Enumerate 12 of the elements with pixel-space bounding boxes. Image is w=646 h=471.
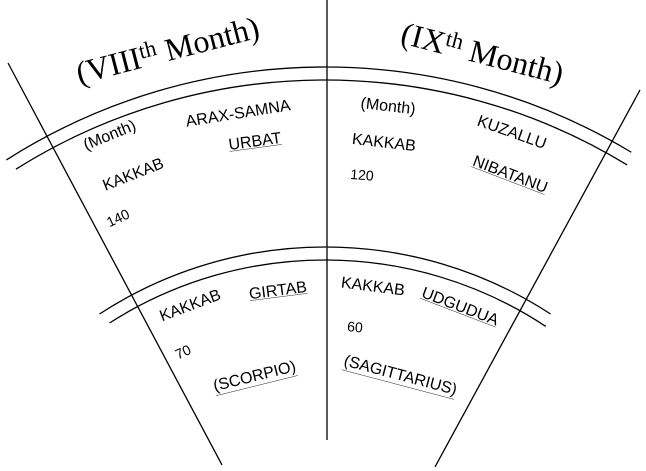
label-text: 70: [174, 346, 190, 359]
label-text: (Month): [362, 96, 414, 118]
label-text: KAKKAB: [352, 133, 415, 151]
label-text: KAKKAB: [342, 276, 404, 295]
label-text: GIRTAB: [250, 281, 308, 301]
month-heading: (IX$^{th}$ Month): [402, 24, 562, 89]
label-text: 120: [351, 170, 374, 181]
label-text: URBAT: [229, 132, 282, 152]
label-text: ARAX-SAMNA: [186, 100, 292, 127]
month-heading: (VIII$^{th}$ Month): [78, 18, 259, 88]
label-text: 60: [348, 322, 362, 332]
label-text: 140: [107, 210, 129, 227]
